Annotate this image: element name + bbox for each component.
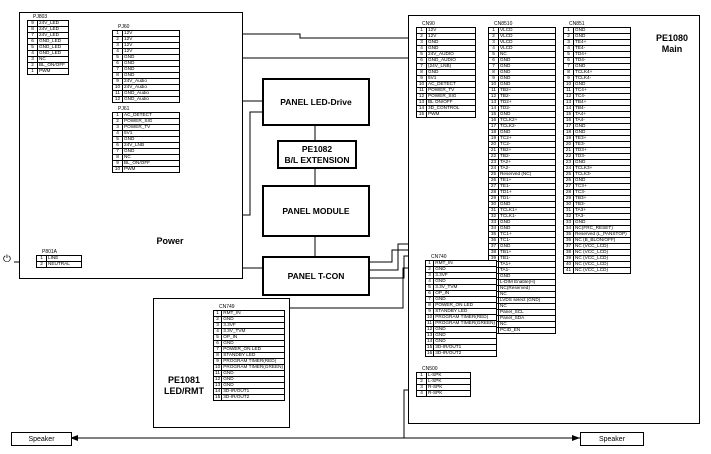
pin-signal: R-SPK — [426, 390, 471, 397]
arrow-left — [70, 435, 78, 441]
pin-signal: 3D-IR/OUT2 — [221, 394, 286, 401]
pin-signal: NEUTRAL — [46, 261, 82, 268]
connector-title: P801A — [42, 249, 58, 255]
wire-power-led-drive — [242, 111, 262, 216]
pin-signal: GND_Audio — [122, 96, 180, 103]
pin-signal: PROGRAM TIMER(GREEN) — [221, 364, 286, 371]
connector-title: PJ61 — [118, 106, 130, 112]
main-board-label: PE1080 Main — [655, 33, 689, 54]
pin-number: 12 — [112, 96, 123, 103]
connector-title: CN90 — [422, 21, 435, 27]
pin-signal: PWM — [37, 68, 69, 75]
arrow-right — [572, 435, 580, 441]
pin-signal: PROGRAM TIMER(GREEN) — [433, 320, 498, 327]
pin-number: 15 — [212, 394, 223, 401]
speaker-left: Speaker — [11, 432, 72, 446]
panel-tcon-block: PANEL T-CON — [262, 256, 370, 296]
pin-signal: PWM — [426, 111, 476, 118]
led-rmt-board-label: PE1081 LED/RMT — [164, 375, 204, 396]
connector-title: CN740 — [431, 254, 447, 260]
pin-number: 41 — [563, 267, 574, 274]
pin-signal: 3D-IR/OUT2 — [433, 350, 498, 357]
pin-number: 4 — [416, 390, 427, 397]
connector-title: CN500 — [422, 366, 438, 372]
power-board-label: Power — [156, 236, 184, 246]
panel-led-drive-block: PANEL LED-Drive — [262, 78, 370, 126]
speaker-right: Speaker — [580, 432, 644, 446]
pin-signal: PROGRAM TIMER(RED) — [433, 314, 498, 321]
connector-title: PJ803 — [33, 14, 48, 20]
connector-title: PJ60 — [118, 24, 130, 30]
pin-number: 10 — [112, 166, 123, 173]
bl-extension-block: PE1082 B/L EXTENSION — [277, 140, 357, 169]
connector-title: CN8510 — [494, 21, 513, 27]
pin-signal: PWM — [122, 166, 180, 173]
pin-row: 51PCID_EN — [488, 327, 556, 334]
pin-signal: PCID_EN — [498, 327, 556, 334]
panel-module-block: PANEL MODULE — [262, 185, 370, 237]
pin-signal: PROGRAM TIMER(RED) — [221, 358, 286, 365]
pin-signal: Reserved (L_PANSTOP) — [573, 231, 631, 238]
pin-number: 16 — [424, 350, 435, 357]
pin-number: 1 — [27, 68, 38, 75]
connector-title: CN851 — [569, 21, 585, 27]
ac-plug-icon: ⏻ — [3, 254, 11, 265]
pin-signal: NC (VCC_LCD) — [573, 267, 631, 274]
pin-signal: BL_ON/OFF — [37, 62, 69, 69]
pin-number: 2 — [36, 261, 47, 268]
pin-number: 15 — [416, 111, 427, 118]
connector-title: CN749 — [219, 304, 235, 310]
